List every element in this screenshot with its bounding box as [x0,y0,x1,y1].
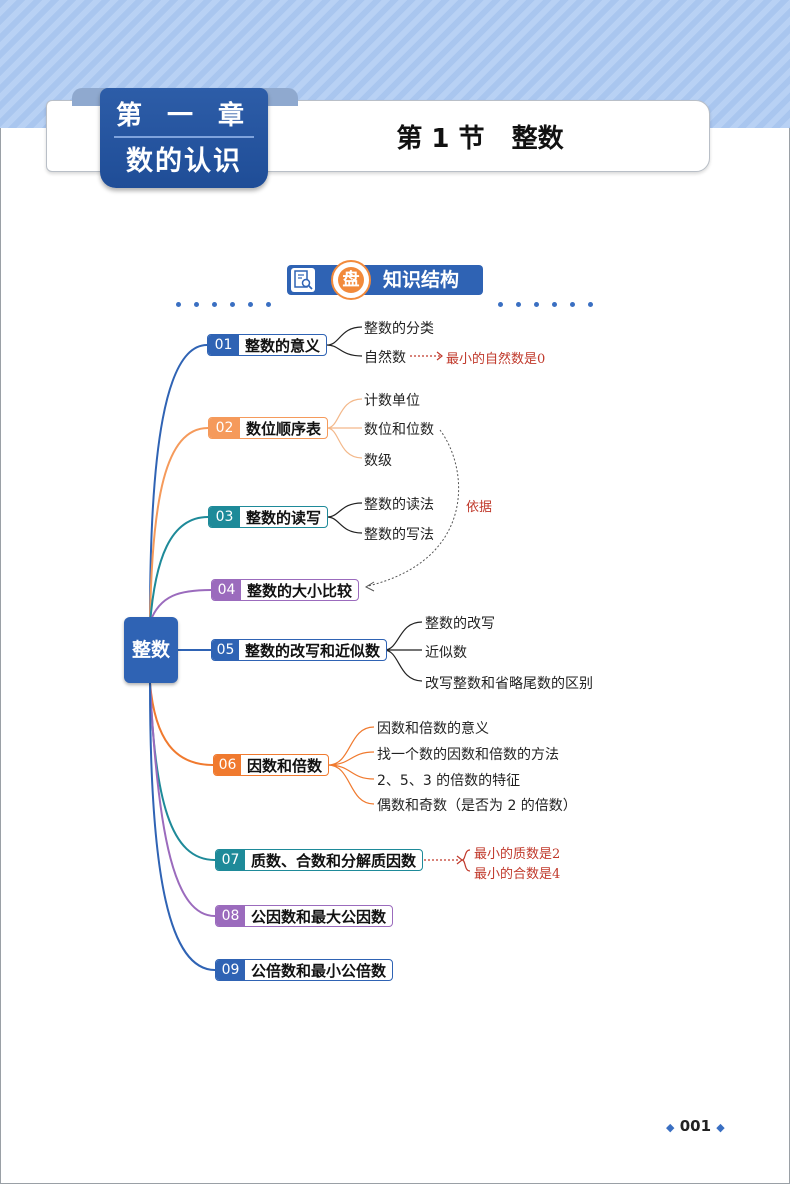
node-04: 04 整数的大小比较 [211,579,359,601]
leaf-writing-method: 整数的写法 [364,527,434,543]
node-label: 整数的改写和近似数 [244,641,380,660]
root-node-integers: 整数 [124,617,178,683]
page-number: ◆ 001 ◆ [666,1117,725,1135]
banner-title: 知识结构 [383,269,460,291]
leaf-rewrite-vs-omit: 改写整数和省略尾数的区别 [425,676,593,692]
node-06: 06 因数和倍数 [213,754,329,776]
node-label: 因数和倍数 [246,756,322,775]
chapter-divider [114,136,254,138]
note-smallest-natural: 最小的自然数是0 [446,352,546,367]
leaf-counting-unit: 计数单位 [364,393,420,409]
leaf-factor-multiple-meaning: 因数和倍数的意义 [377,721,489,737]
leaf-rewriting: 整数的改写 [425,616,495,632]
node-label: 整数的读写 [245,508,321,527]
leaf-finding-method: 找一个数的因数和倍数的方法 [377,747,559,763]
banner-dots-left [176,292,284,307]
node-number: 09 [216,960,245,980]
node-number: 05 [212,640,239,660]
diamond-icon: ◆ [716,1121,725,1134]
leaf-integer-classification: 整数的分类 [364,321,434,337]
node-05: 05 整数的改写和近似数 [211,639,387,661]
node-label: 数位顺序表 [245,419,321,438]
magnifier-document-icon [291,268,315,292]
node-number: 02 [209,418,240,438]
node-09: 09 公倍数和最小公倍数 [215,959,393,981]
chapter-title: 数的认识 [126,146,242,177]
node-number: 03 [209,507,240,527]
section-title: 第 1 节 整数 [396,124,564,154]
leaf-place-and-digits: 数位和位数 [364,422,434,438]
banner-dots-right [498,292,606,307]
diamond-icon: ◆ [666,1121,675,1134]
node-number: 06 [214,755,241,775]
banner-background [287,265,483,295]
knowledge-structure-banner: 盘 知识结构 [287,260,483,300]
node-08: 08 公因数和最大公因数 [215,905,393,927]
banner-circle-badge: 盘 [331,260,371,300]
node-number: 04 [212,580,241,600]
node-03: 03 整数的读写 [208,506,328,528]
chapter-number: 第 一 章 [115,101,253,131]
node-number: 08 [216,906,245,926]
chapter-badge: 第 一 章 数的认识 [100,88,268,188]
node-02: 02 数位顺序表 [208,417,328,439]
banner-circle-text: 盘 [338,267,364,293]
node-number: 07 [216,850,245,870]
leaf-even-odd: 偶数和奇数（是否为 2 的倍数） [377,798,577,814]
leaf-reading-method: 整数的读法 [364,497,434,513]
node-label: 公倍数和最小公倍数 [250,961,386,980]
leaf-approximation: 近似数 [425,645,467,661]
leaf-multiple-features: 2、5、3 的倍数的特征 [377,773,521,789]
page-number-text: 001 [679,1117,712,1135]
note-smallest-composite: 最小的合数是4 [474,867,561,882]
node-07: 07 质数、合数和分解质因数 [215,849,423,871]
node-label: 公因数和最大公因数 [250,907,386,926]
note-smallest-prime: 最小的质数是2 [474,847,561,862]
node-01: 01 整数的意义 [207,334,327,356]
node-label: 整数的意义 [244,336,320,355]
node-label: 质数、合数和分解质因数 [250,851,416,870]
leaf-number-levels: 数级 [364,453,392,469]
node-number: 01 [208,335,239,355]
leaf-natural-numbers: 自然数 [364,350,406,366]
note-basis: 依据 [466,500,493,515]
node-label: 整数的大小比较 [246,581,352,600]
